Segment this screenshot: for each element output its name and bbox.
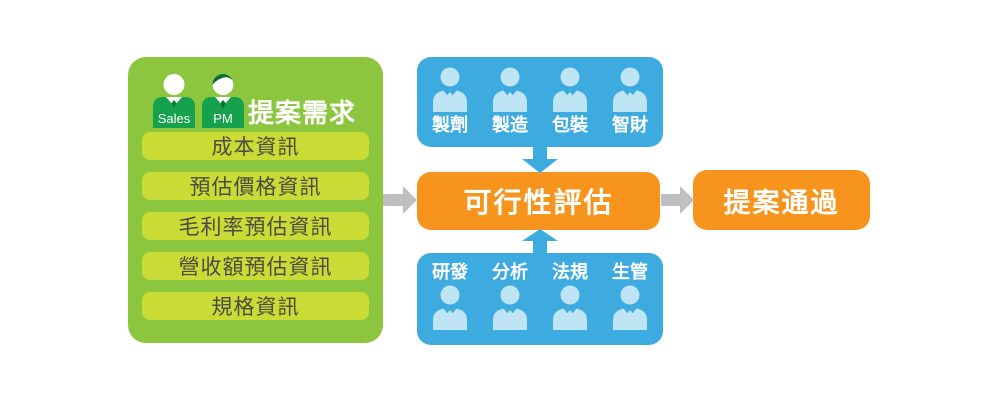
feasibility-box: 可行性評估	[417, 172, 660, 230]
result-box: 提案通過	[693, 170, 870, 230]
sales-person-icon: Sales	[152, 71, 196, 128]
person-icon	[613, 67, 647, 112]
team-member: 智財	[608, 67, 652, 147]
info-pill-revenue: 營收額預估資訊	[142, 252, 369, 280]
person-icon	[553, 285, 587, 330]
team-member: 生管	[608, 261, 652, 345]
team-member: 包裝	[548, 67, 592, 147]
pm-label: PM	[213, 111, 233, 126]
arrow-right-icon	[661, 186, 694, 214]
arrow-down-icon	[522, 146, 558, 173]
bottom-team-panel: 研發 分析 法規	[417, 253, 663, 345]
team-member: 研發	[428, 261, 472, 345]
member-label: 法規	[552, 262, 588, 282]
info-pill-cost: 成本資訊	[142, 132, 369, 160]
member-label: 包裝	[552, 115, 588, 135]
member-label: 智財	[612, 115, 648, 135]
arrow-right-icon	[383, 186, 417, 214]
member-label: 分析	[492, 262, 528, 282]
person-icon	[433, 285, 467, 330]
role-icons-group: Sales PM	[152, 71, 245, 128]
member-label: 製造	[492, 115, 528, 135]
team-member: 製劑	[428, 67, 472, 147]
arrow-up-icon	[522, 229, 558, 254]
team-member: 分析	[488, 261, 532, 345]
member-label: 生管	[612, 262, 648, 282]
person-icon	[493, 67, 527, 112]
member-label: 研發	[432, 262, 468, 282]
team-member: 法規	[548, 261, 592, 345]
team-member: 製造	[488, 67, 532, 147]
person-icon	[493, 285, 527, 330]
person-icon	[433, 67, 467, 112]
sales-label: Sales	[157, 111, 191, 126]
pm-person-icon: PM	[201, 71, 245, 128]
info-pills-list: 成本資訊 預估價格資訊 毛利率預估資訊 營收額預估資訊 規格資訊	[142, 132, 369, 320]
info-pill-margin: 毛利率預估資訊	[142, 212, 369, 240]
panel-title: 提案需求	[248, 98, 357, 128]
info-pill-spec: 規格資訊	[142, 292, 369, 320]
member-label: 製劑	[432, 115, 468, 135]
info-pill-price: 預估價格資訊	[142, 172, 369, 200]
proposal-requirements-panel: Sales PM 提案需求 成本資訊 預估價格資訊 毛利率預估資訊 營收額預估資…	[128, 57, 383, 343]
top-team-panel: 製劑 製造 包裝	[417, 57, 663, 147]
person-icon	[613, 285, 647, 330]
person-icon	[553, 67, 587, 112]
